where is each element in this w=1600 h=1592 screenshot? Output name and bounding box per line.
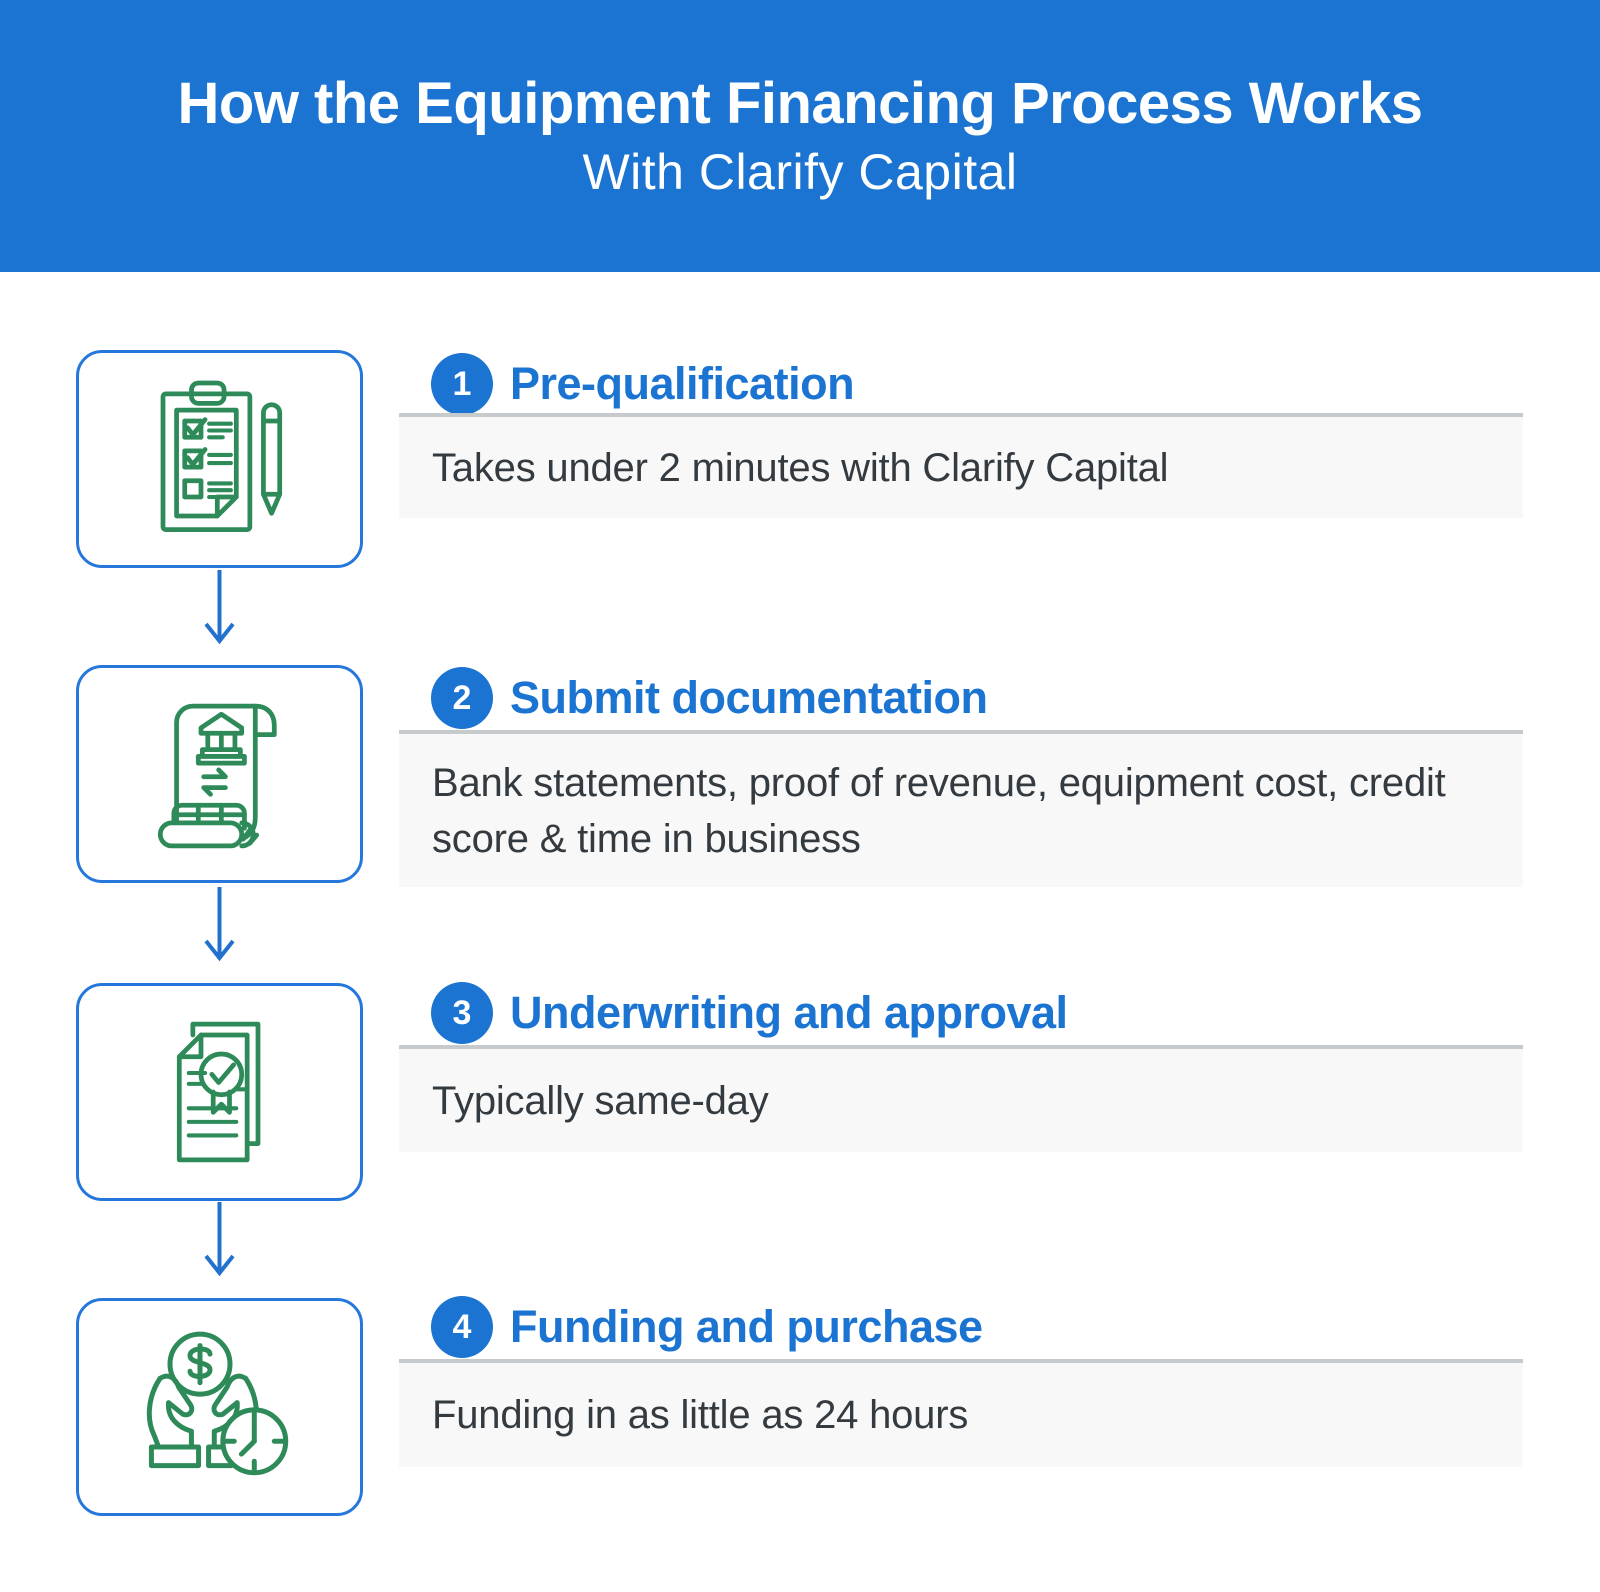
- step-1-icon-box: [76, 350, 363, 568]
- checklist-clipboard-icon: [160, 380, 282, 532]
- flow-arrow-down-icon: [204, 887, 235, 962]
- flow-arrow-down-icon: [204, 570, 235, 645]
- step-2-number-badge: 2: [431, 667, 493, 729]
- step-1-number-badge: 1: [431, 353, 493, 415]
- step-3-panel: Typically same-day: [399, 1045, 1523, 1152]
- step-4-number-badge: 4: [431, 1296, 493, 1358]
- header-banner: How the Equipment Financing Process Work…: [0, 0, 1600, 272]
- approved-certificate-icon: [176, 1021, 260, 1163]
- step-4-icon-box: [76, 1298, 363, 1516]
- step-1-description: Takes under 2 minutes with Clarify Capit…: [432, 445, 1169, 490]
- step-4-panel: Funding in as little as 24 hours: [399, 1359, 1523, 1467]
- step-3-title: Underwriting and approval: [510, 987, 1068, 1038]
- step-2-icon-box: [76, 665, 363, 883]
- flow-arrow-down-icon: [204, 1202, 235, 1277]
- step-2-description: Bank statements, proof of revenue, equip…: [432, 760, 1446, 861]
- step-number: 2: [452, 678, 472, 717]
- step-3-description: Typically same-day: [432, 1078, 769, 1123]
- step-2-panel: Bank statements, proof of revenue, equip…: [399, 730, 1523, 887]
- step-number: 1: [452, 364, 472, 403]
- step-2-title: Submit documentation: [510, 672, 988, 723]
- page-subtitle: With Clarify Capital: [582, 144, 1018, 201]
- step-4-description: Funding in as little as 24 hours: [432, 1393, 969, 1437]
- step-1-panel: Takes under 2 minutes with Clarify Capit…: [399, 413, 1523, 518]
- step-1-title: Pre-qualification: [510, 358, 855, 409]
- step-number: 3: [452, 993, 472, 1032]
- step-4-title: Funding and purchase: [510, 1301, 983, 1352]
- funding-hands-clock-icon: [146, 1331, 288, 1476]
- step-number: 4: [452, 1307, 472, 1346]
- page-title: How the Equipment Financing Process Work…: [177, 70, 1423, 136]
- step-3-number-badge: 3: [431, 982, 493, 1044]
- bank-statement-scroll-icon: [157, 703, 277, 849]
- step-3-icon-box: [76, 983, 363, 1201]
